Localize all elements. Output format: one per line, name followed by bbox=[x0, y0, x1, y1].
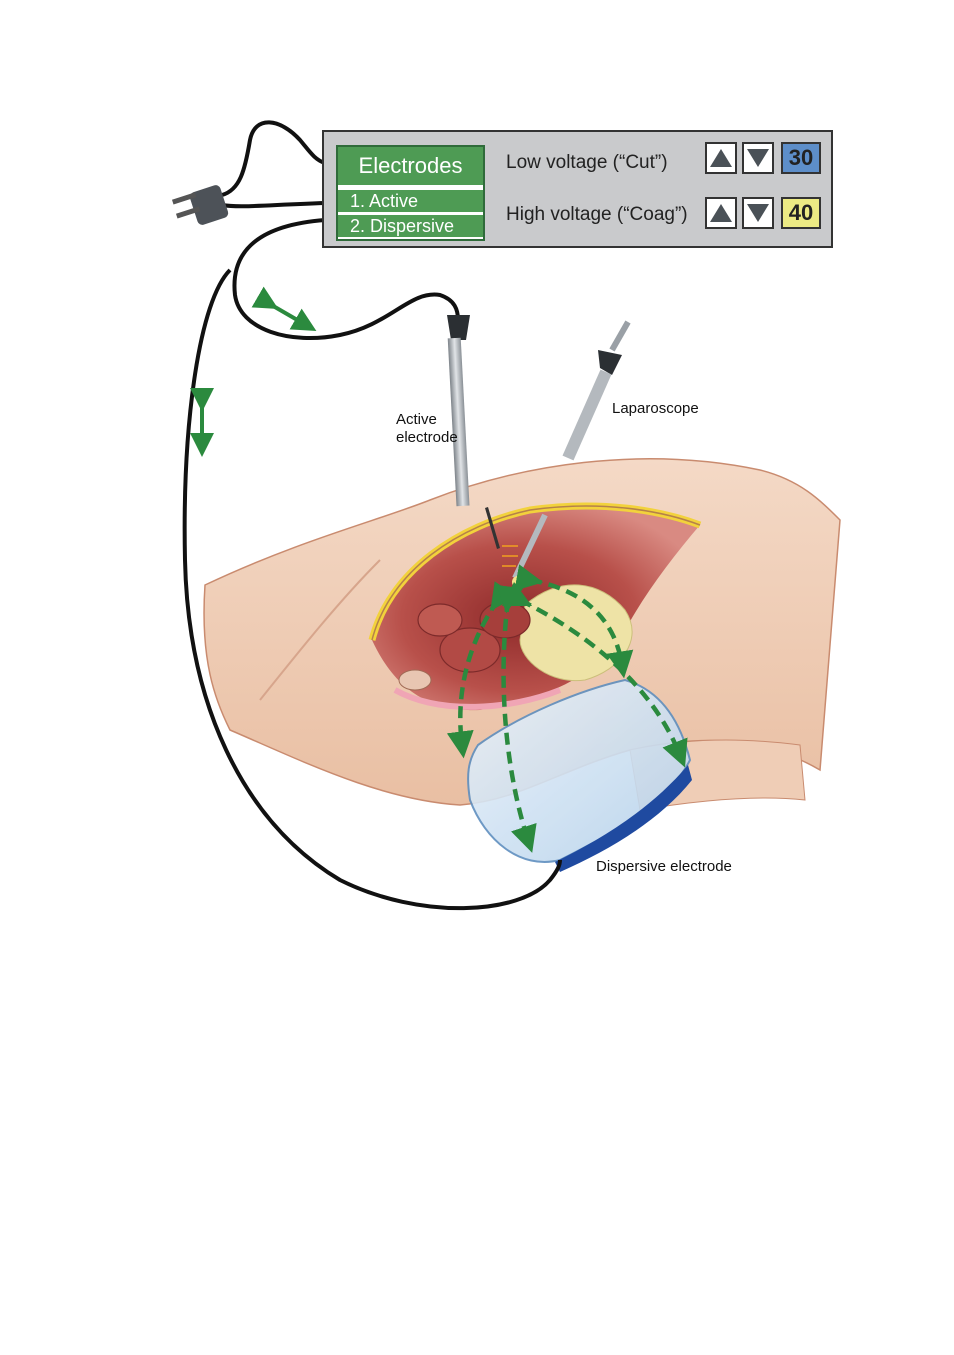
low-voltage-value: 30 bbox=[781, 142, 821, 174]
low-voltage-up-button[interactable] bbox=[705, 142, 737, 174]
electrodes-title: Electrodes bbox=[338, 147, 483, 185]
electrode-item-dispersive[interactable]: 2. Dispersive bbox=[338, 215, 483, 237]
down-arrow-icon bbox=[747, 204, 769, 222]
laparoscope-label: Laparoscope bbox=[612, 400, 699, 417]
active-electrode-instrument bbox=[447, 315, 500, 549]
current-flow-arrows bbox=[446, 564, 688, 853]
high-voltage-down-button[interactable] bbox=[742, 197, 774, 229]
high-voltage-up-button[interactable] bbox=[705, 197, 737, 229]
low-voltage-label: Low voltage (“Cut”) bbox=[506, 152, 668, 173]
up-arrow-icon bbox=[710, 204, 732, 222]
dispersive-electrode-label: Dispersive electrode bbox=[596, 858, 732, 875]
cable-current-arrows bbox=[190, 286, 317, 457]
active-electrode-label: Active electrode bbox=[396, 411, 458, 447]
up-arrow-icon bbox=[710, 149, 732, 167]
high-voltage-label: High voltage (“Coag”) bbox=[506, 204, 688, 225]
high-voltage-value: 40 bbox=[781, 197, 821, 229]
electrode-item-active[interactable]: 1. Active bbox=[338, 190, 483, 212]
low-voltage-down-button[interactable] bbox=[742, 142, 774, 174]
active-electrode-label-line1: Active bbox=[396, 411, 437, 428]
active-electrode-label-line2: electrode bbox=[396, 429, 458, 446]
tip-spark-arrows bbox=[502, 545, 518, 567]
down-arrow-icon bbox=[747, 149, 769, 167]
power-plug-icon bbox=[171, 185, 229, 225]
